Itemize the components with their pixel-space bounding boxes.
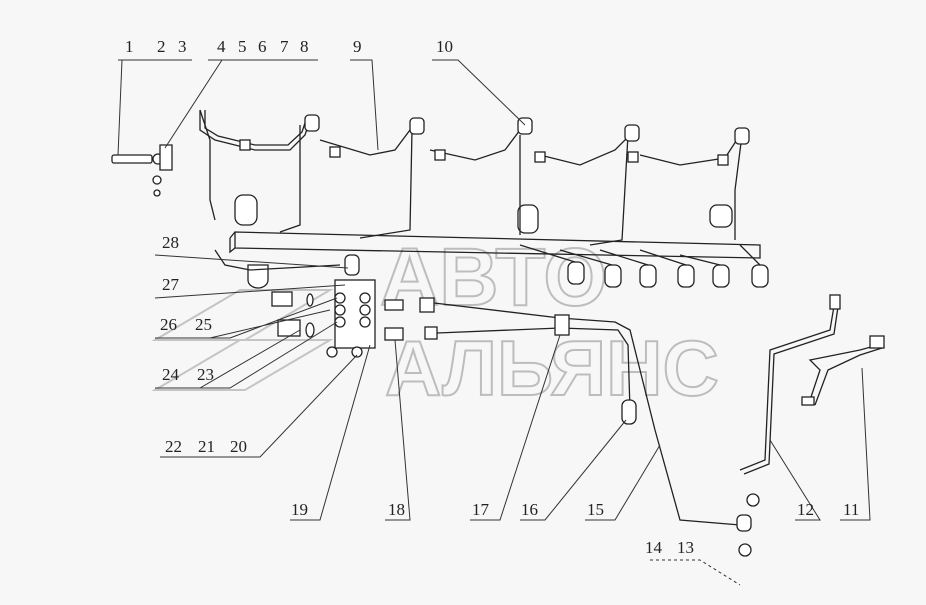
callout-1: 1 [125,37,134,56]
distribution-block [271,254,438,358]
callout-28: 28 [162,233,179,252]
fuel-rail [229,194,761,289]
callout-2: 2 [157,37,166,56]
callout-24: 24 [162,365,180,384]
callout-26: 26 [160,315,177,334]
callout-3: 3 [178,37,187,56]
callout-20: 20 [230,437,247,456]
callout-16: 16 [521,500,538,519]
callout-23: 23 [197,365,214,384]
callout-15: 15 [587,500,604,519]
callout-17: 17 [472,500,490,519]
return-pipes [433,294,885,557]
callout-22: 22 [165,437,182,456]
callout-labels: 1 2 3 4 5 6 7 8 9 10 28 27 26 25 24 23 2… [125,37,859,557]
watermark: АВТО АЛЬЯНС [151,231,720,413]
callout-8: 8 [300,37,309,56]
callout-5: 5 [238,37,247,56]
callout-25: 25 [195,315,212,334]
callout-14: 14 [645,538,663,557]
callout-11: 11 [843,500,859,519]
callout-7: 7 [280,37,289,56]
callout-21: 21 [198,437,215,456]
callout-18: 18 [388,500,405,519]
callout-9: 9 [353,37,362,56]
callout-19: 19 [291,500,308,519]
callout-6: 6 [258,37,267,56]
callout-13: 13 [677,538,694,557]
injector-nuts [519,244,769,288]
callout-27: 27 [162,275,180,294]
watermark-line2: АЛЬЯНС [385,324,719,412]
callout-4: 4 [217,37,226,56]
leader-lines [117,59,871,586]
callout-12: 12 [797,500,814,519]
high-pressure-pipes [199,109,750,271]
callout-10: 10 [436,37,453,56]
banjo-bolt-assembly [111,144,173,197]
